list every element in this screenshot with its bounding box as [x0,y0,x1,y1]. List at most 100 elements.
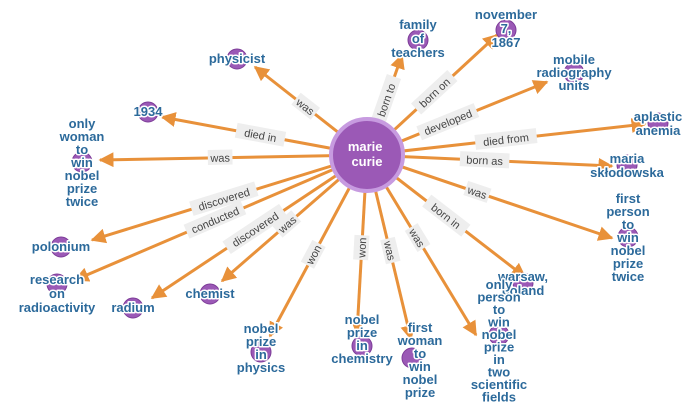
node-dot[interactable] [50,236,72,258]
node-dot[interactable] [71,151,93,173]
node-label-line: to [493,302,505,317]
node-polonium[interactable]: polonium [30,236,92,258]
node-label-line: chemistry [331,351,393,366]
node-dot[interactable] [617,226,639,248]
node-label-line: win [408,359,431,374]
node-label-line: polonium [32,239,91,254]
node-label-line: prize [67,181,97,196]
node-label-line: person [477,290,520,305]
node-label-line: research [30,272,84,287]
node-dot[interactable] [401,347,423,369]
node-dot[interactable] [199,283,221,305]
node-label-line: win [616,230,639,245]
center-node-circle[interactable] [329,117,405,193]
node-label-line: 7, [501,21,512,36]
edge-label-maria: born as [459,151,510,169]
node-label-line: units [558,78,589,93]
node-label-line: of [412,31,425,46]
node-dot[interactable] [488,324,510,346]
edge-label-bg [207,149,233,165]
node-label-line: to [622,217,634,232]
node-dot[interactable] [137,101,159,123]
node-label-line: twice [612,269,645,284]
node-label-line: woman [397,333,443,348]
node-radium[interactable]: radium [110,297,156,319]
node-dot[interactable] [351,335,373,357]
node-label-line: poland [502,283,545,298]
node-label-line: radiography [536,65,612,80]
node-warsaw[interactable]: warsaw,poland [495,268,549,300]
edge-label-bg [234,122,287,147]
node-label-line: physicist [209,51,266,66]
node-label-line: person [606,204,649,219]
edge-label-first_person: was [463,180,492,203]
node-dot[interactable] [46,273,68,295]
node-label-line: nobel [403,372,438,387]
center-label-line: marie [348,139,383,154]
node-label-line: anemia [636,123,682,138]
node-dot[interactable] [495,19,517,41]
node-label-line: physics [237,360,285,375]
edge-label-text: born as [466,154,504,168]
edge-label-text: died from [483,132,530,149]
node-label-line: scientific [471,377,527,392]
edge-label-text: was [381,239,398,262]
edge-label-bg [353,234,370,261]
node-label-line: 1934 [134,104,164,119]
node-dot[interactable] [122,297,144,319]
node-dot[interactable] [250,341,272,363]
node-label-line: radium [111,300,154,315]
node-y1934[interactable]: 1934 [132,101,165,123]
node-label-line: teachers [391,45,444,60]
node-dot[interactable] [512,272,534,294]
edge-label-physics: won [300,239,326,269]
node-label-line: radioactivity [19,300,96,315]
node-chemist[interactable]: chemist [184,283,237,305]
node-dot[interactable] [616,154,638,176]
edge-label-text: won [356,237,369,259]
node-label-line: woman [59,129,105,144]
node-dot[interactable] [226,48,248,70]
node-label-line: chemist [185,286,235,301]
node-label-line: in [356,338,368,353]
node-label-line: nobel [65,168,100,183]
node-label-line: maria [610,151,645,166]
edge-label-chemistry: won [353,234,370,261]
node-label-line: in [493,352,505,367]
edge-label-only_person: was [404,223,431,252]
node-dot[interactable] [407,29,429,51]
edge-label-bg [404,223,431,252]
edge-label-first_woman: was [380,236,401,265]
edge-label-bg [222,203,288,255]
center-node-label: marie curie [348,139,386,169]
node-physicist[interactable]: physicist [207,48,267,70]
node-dot[interactable] [563,62,585,84]
node-label-line: win [70,155,93,170]
center-node[interactable]: marie curie [329,117,405,193]
node-label: warsaw,poland [497,269,548,298]
node-label-line: in [255,347,267,362]
node-label-line: prize [613,256,643,271]
edge-label-warsaw: born in [422,194,471,237]
edge-label-text: was [209,153,230,165]
node-dot[interactable] [647,112,669,134]
node-label-line: to [414,346,426,361]
node-label: chemist [185,286,235,301]
